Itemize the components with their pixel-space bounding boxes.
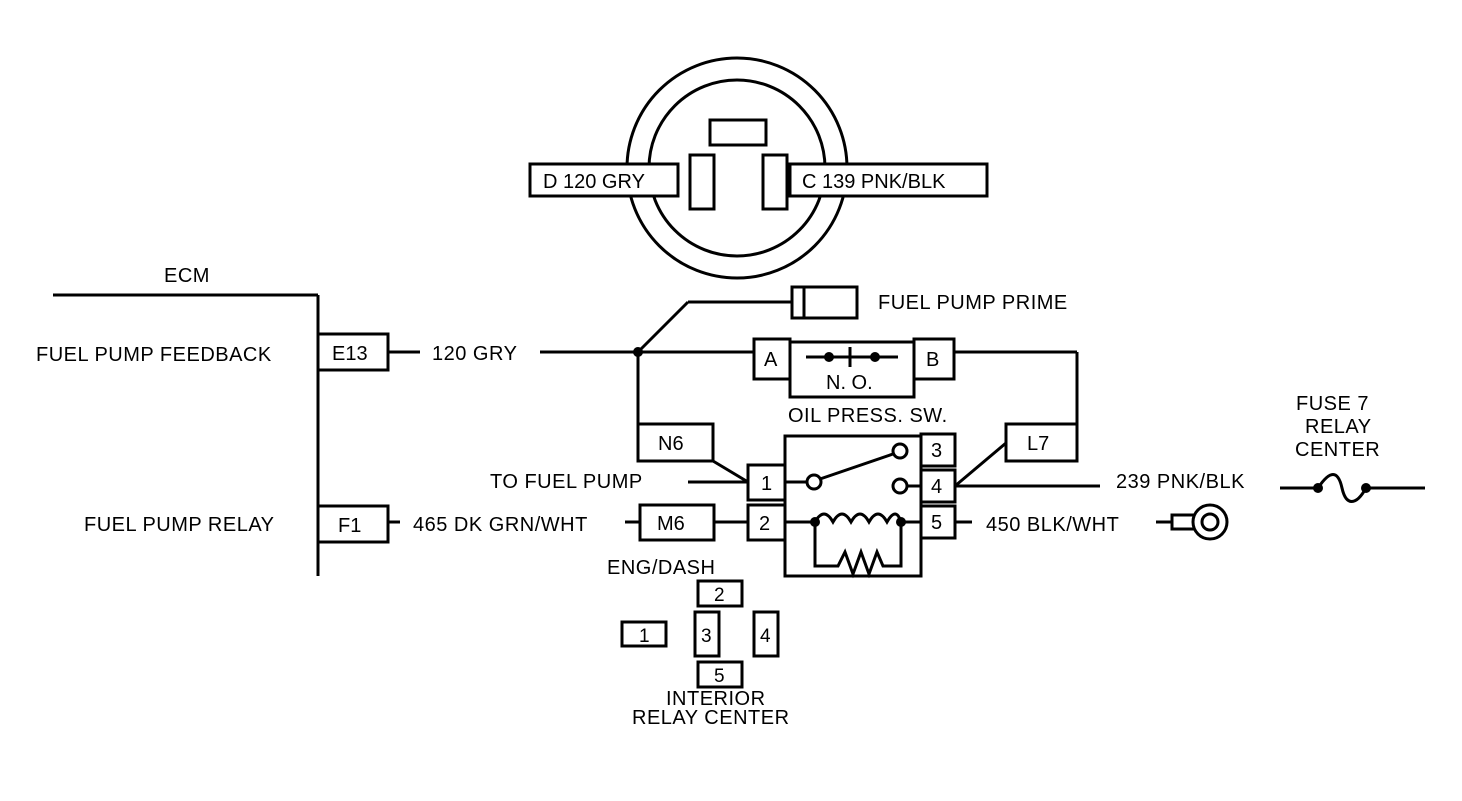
oil-switch-pin-b-box (912, 337, 956, 381)
connector-right-label-box (788, 162, 989, 198)
ecm-pin-e13-box (316, 332, 390, 372)
irc-pin-5-box (696, 660, 744, 689)
top-connector: D 120 GRY C 139 PNK/BLK (528, 56, 989, 280)
relay-resistor (813, 522, 903, 579)
circuit-450: 450 BLK/WHT (955, 503, 1229, 541)
interior-relay-center: ENG/DASH 2 1 3 4 5 INTERIOR RELAY CENTER (607, 557, 790, 729)
oil-switch-pin-a: A (764, 349, 778, 371)
eng-dash-label: ENG/DASH (607, 557, 715, 579)
oil-switch-contact-right (870, 352, 880, 362)
irc-label-line2: RELAY CENTER (632, 707, 790, 729)
circuit-239: 239 PNK/BLK FUSE 7 RELAY CENTER (955, 393, 1425, 503)
connector-right-label: C 139 PNK/BLK (802, 171, 946, 193)
relay-pin-4: 4 (931, 476, 942, 498)
connector-slot-top (708, 118, 768, 147)
to-fuel-pump-label: TO FUEL PUMP (490, 471, 643, 493)
prime-connector-body (790, 285, 859, 320)
ground-eyelet-hole (1200, 512, 1220, 532)
n6-box (636, 422, 715, 463)
relay-contact-nc (891, 442, 909, 460)
wire-to-prime (636, 300, 690, 354)
fuel-pump-relay: 1 2 3 4 5 (746, 432, 957, 579)
irc-pin-3-box (693, 610, 721, 658)
oil-switch-contact-left (824, 352, 834, 362)
wire-120-gry-label: 120 GRY (432, 343, 517, 365)
connector-n6: N6 (636, 422, 749, 484)
relay-pin-3-box (919, 432, 957, 468)
ecm-title: ECM (164, 265, 210, 287)
oil-switch-pin-b: B (926, 349, 939, 371)
irc-pin-5: 5 (714, 666, 725, 687)
relay-pin-2: 2 (759, 513, 770, 535)
connector-l7: L7 (954, 422, 1079, 488)
circuit-120-gry: 120 GRY (388, 300, 792, 424)
wire-239-label: 239 PNK/BLK (1116, 471, 1245, 493)
wire-450-label: 450 BLK/WHT (986, 514, 1119, 536)
fuel-pump-feedback-label: FUEL PUMP FEEDBACK (36, 344, 272, 366)
irc-pin-1: 1 (639, 626, 650, 647)
circuit-465: 465 DK GRN/WHT M6 (388, 503, 748, 542)
relay-pin-5: 5 (931, 512, 942, 534)
fuse-label-line3: CENTER (1295, 439, 1380, 461)
connector-slot-left (688, 153, 716, 211)
irc-pin-2: 2 (714, 585, 725, 606)
n6-label: N6 (658, 433, 684, 455)
relay-coil (813, 512, 903, 526)
fuel-pump-prime-connector: FUEL PUMP PRIME (790, 285, 1068, 320)
irc-pin-2-box (696, 579, 744, 608)
oil-switch-contact-type: N. O. (826, 372, 873, 394)
oil-pressure-switch: A N. O. B OIL PRESS. SW. (752, 337, 1079, 427)
relay-contact-arm (819, 452, 894, 481)
connector-left-label-box (528, 162, 680, 198)
fuse-label-line2: RELAY (1305, 416, 1372, 438)
l7-box (1004, 422, 1079, 463)
irc-label-line1: INTERIOR (666, 688, 766, 710)
irc-pin-4: 4 (760, 626, 771, 647)
connector-left-label: D 120 GRY (543, 171, 645, 193)
fuel-pump-relay-label: FUEL PUMP RELAY (84, 514, 275, 536)
wire-465-label: 465 DK GRN/WHT (413, 514, 588, 536)
fuel-pump-prime-label: FUEL PUMP PRIME (878, 292, 1068, 314)
l7-label: L7 (1027, 433, 1049, 455)
irc-pin-4-box (752, 610, 780, 658)
relay-contact-common (805, 473, 823, 491)
irc-pin-1-box (620, 620, 668, 648)
wire-l7-to-pin4 (954, 441, 1007, 488)
ecm-pin-f1: F1 (338, 515, 361, 537)
relay-pin-4-box (919, 468, 957, 504)
fuse-label-line1: FUSE 7 (1296, 393, 1369, 415)
m6-label: M6 (657, 513, 685, 535)
wire-n6-to-pin1 (712, 459, 749, 484)
connector-slot-right (761, 153, 789, 211)
relay-pin-1: 1 (761, 473, 772, 495)
fuse-element (1316, 473, 1368, 503)
ecm-pin-e13: E13 (332, 343, 368, 365)
relay-contact-no (891, 477, 909, 495)
irc-pin-3: 3 (701, 626, 712, 647)
ecm-pin-f1-box (316, 504, 390, 544)
ecm-block: ECM FUEL PUMP FEEDBACK FUEL PUMP RELAY E… (36, 265, 390, 576)
relay-pin-3: 3 (931, 440, 942, 462)
m6-box (638, 503, 716, 542)
oil-switch-label: OIL PRESS. SW. (788, 405, 948, 427)
